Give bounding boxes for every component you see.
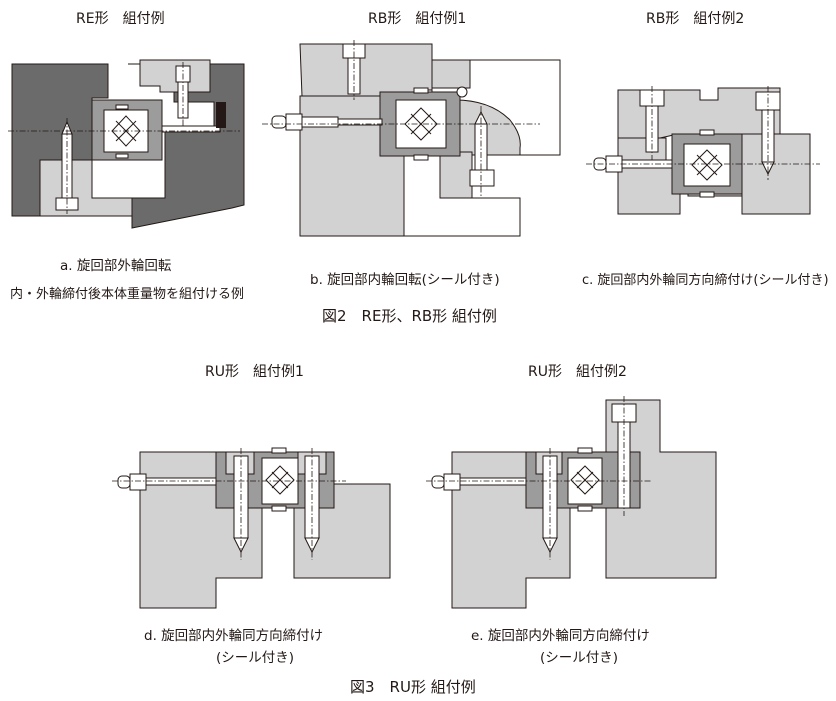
figure3-title: 図3 RU形 組付例 [350, 678, 476, 696]
panel-a-caption-line2: 内・外輪締付後本体重量物を組付ける例 [10, 287, 245, 302]
panel-a-heading: RE形 組付例 [76, 11, 165, 27]
diagram-panel-a [8, 59, 245, 229]
panel-c-caption: c. 旋回部内外輪同方向締付け(シール付き) [582, 273, 829, 288]
panel-c-heading: RB形 組付例2 [646, 11, 745, 27]
figure2-title: 図2 RE形、RB形 組付例 [322, 307, 497, 325]
panel-b-heading: RB形 組付例1 [368, 11, 467, 27]
panel-e-caption-line1: e. 旋回部内外輪同方向締付け [471, 628, 650, 644]
panel-e-caption-line2: (シール付き) [540, 650, 619, 666]
panel-e-heading: RU形 組付例2 [528, 364, 627, 380]
panel-d-caption-line2: (シール付き) [216, 650, 295, 666]
panel-d-caption-line1: d. 旋回部内外輪同方向締付け [144, 628, 324, 644]
panel-b-caption: b. 旋回部内輪回転(シール付き) [310, 272, 500, 288]
panel-d-heading: RU形 組付例1 [205, 364, 304, 380]
diagram-panel-c [586, 86, 820, 215]
diagram-panel-b [262, 40, 561, 237]
diagram-panel-d [112, 447, 391, 609]
diagram-panel-e [426, 396, 717, 609]
panel-a-caption-line1: a. 旋回部外輪回転 [60, 258, 172, 274]
